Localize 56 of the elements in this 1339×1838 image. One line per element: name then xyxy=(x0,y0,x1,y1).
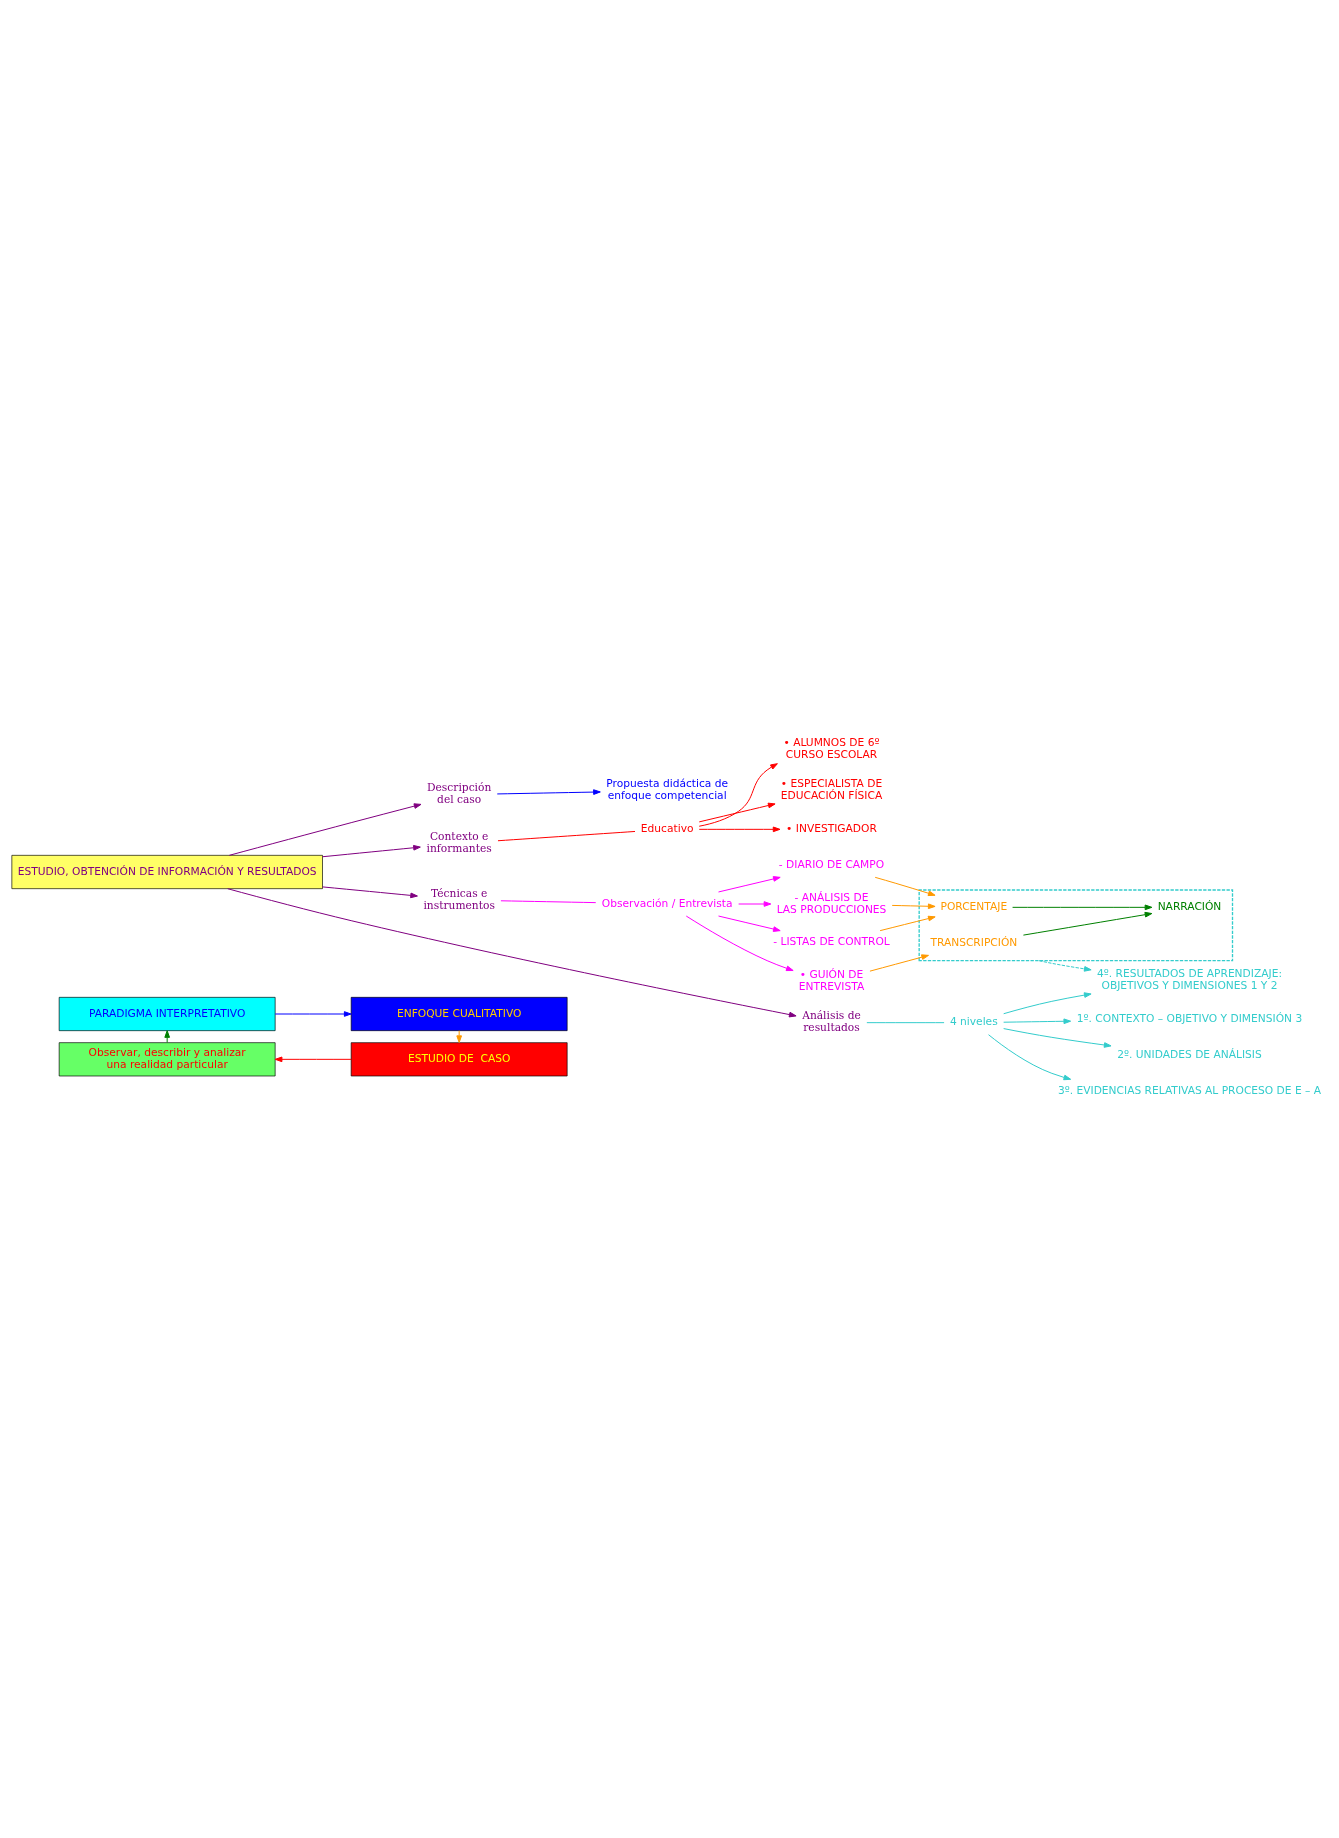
node-text: - LISTAS DE CONTROL xyxy=(773,935,890,949)
arrow xyxy=(274,1056,352,1063)
arrow xyxy=(869,954,929,972)
arrow xyxy=(988,1034,1072,1081)
node-text: TRANSCRIPCIÓN xyxy=(930,935,1018,949)
node-text: • ALUMNOS DE 6º CURSO ESCOLAR xyxy=(783,735,880,761)
arrow xyxy=(718,876,781,893)
arrow xyxy=(164,1030,170,1043)
node-text: Descripción del caso xyxy=(427,781,492,807)
node-box: ESTUDIO, OBTENCIÓN DE INFORMACIÓN Y RESULTADOS xyxy=(11,855,323,889)
arrow xyxy=(718,915,781,932)
arrow xyxy=(698,826,781,833)
node-text: - DIARIO DE CAMPO xyxy=(778,857,885,871)
node-text: Técnicas e instrumentos xyxy=(423,886,495,912)
node-text: 4 niveles xyxy=(949,1015,998,1029)
arrow xyxy=(228,803,422,856)
node-text: PORCENTAJE xyxy=(940,899,1008,913)
node-text: Educativo xyxy=(640,821,694,835)
node-box: PARADIGMA INTERPRETATIVO xyxy=(58,997,276,1031)
arrow xyxy=(227,888,797,1018)
node-text: • INVESTIGADOR xyxy=(786,821,877,835)
node-text: 4º. RESULTADOS DE APRENDIZAJE: OBJETIVOS Y DIMENSIONES 1 Y 2 xyxy=(1096,967,1283,993)
arrow xyxy=(879,915,936,932)
arrow xyxy=(274,1011,352,1017)
connector xyxy=(497,830,636,842)
arrow xyxy=(1003,992,1092,1015)
arrow xyxy=(891,903,936,910)
arrow xyxy=(1022,911,1153,936)
arrow xyxy=(322,886,418,899)
node-box: ENFOQUE CUALITATIVO xyxy=(350,997,568,1031)
node-text: - ANÁLISIS DE LAS PRODUCCIONES xyxy=(776,890,887,916)
connector xyxy=(866,1022,945,1024)
arrow xyxy=(1003,1028,1112,1048)
arrow xyxy=(874,876,936,897)
arrow xyxy=(322,844,421,858)
arrow xyxy=(685,915,794,972)
arrow xyxy=(738,901,772,907)
node-text: 2º. UNIDADES DE ANÁLISIS xyxy=(1117,1047,1262,1061)
node-text: Propuesta didáctica de enfoque competencial xyxy=(606,777,729,803)
node-text: NARRACIÓN xyxy=(1157,899,1222,913)
arrow xyxy=(496,789,601,795)
node-text: 3º. EVIDENCIAS RELATIVAS AL PROCESO DE E – A xyxy=(1057,1083,1322,1097)
node-text: • GUIÓN DE ENTREVISTA xyxy=(798,967,865,993)
arrow xyxy=(1012,904,1153,911)
node-text: Observación / Entrevista xyxy=(601,896,733,910)
connector xyxy=(500,900,597,904)
arrow xyxy=(1038,960,1092,972)
arrow xyxy=(1003,1018,1072,1025)
node-text: Análisis de resultados xyxy=(802,1009,861,1035)
node-text: • ESPECIALISTA DE EDUCACIÓN FÍSICA xyxy=(780,777,883,803)
arrow xyxy=(698,802,776,823)
node-text: Contexto e informantes xyxy=(426,829,492,855)
node-text: 1º. CONTEXTO – OBJETIVO Y DIMENSIÓN 3 xyxy=(1076,1011,1303,1025)
node-box: ESTUDIO DE CASO xyxy=(350,1042,568,1077)
arrow xyxy=(698,763,778,827)
node-box: Observar, describir y analizar una realidad particular xyxy=(58,1042,276,1077)
